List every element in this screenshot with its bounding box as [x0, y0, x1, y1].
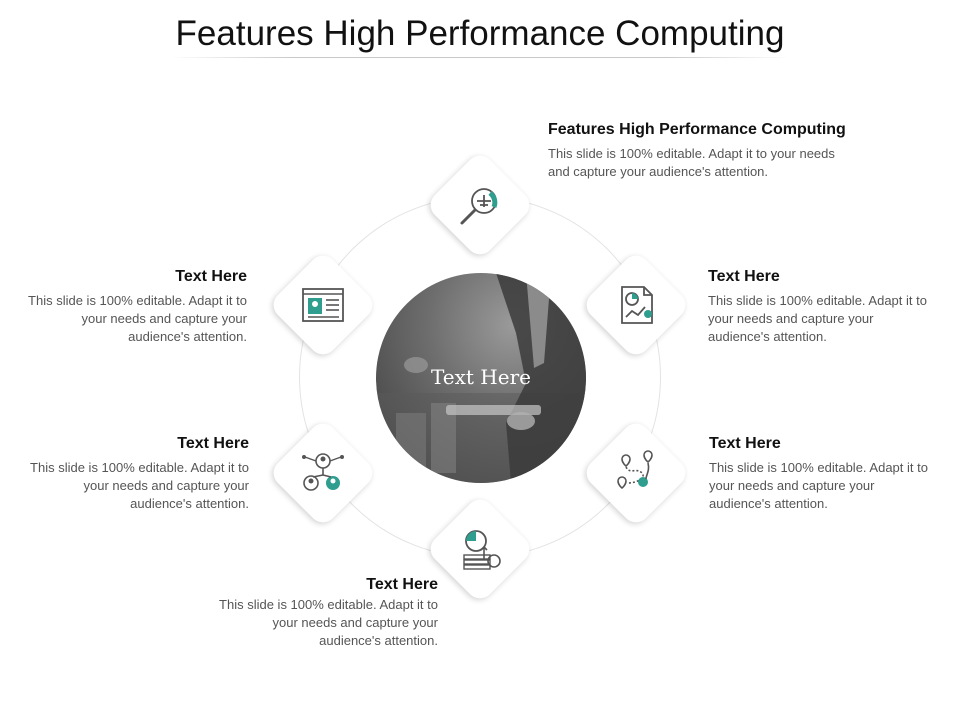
feature-block-top: Features High Performance Computing This… — [548, 121, 908, 181]
location-network-icon — [612, 449, 660, 497]
feature-block-bottom: Text Here This slide is 100% editable. A… — [210, 576, 438, 650]
center-photo-circle: Text Here — [376, 273, 586, 483]
feature-heading: Text Here — [366, 576, 438, 593]
feature-body: This slide is 100% editable. Adapt it to… — [709, 460, 928, 511]
feature-block-upper-left: Text Here This slide is 100% editable. A… — [19, 268, 247, 346]
feature-heading: Text Here — [708, 268, 780, 285]
feature-block-upper-right: Text Here This slide is 100% editable. A… — [708, 268, 936, 346]
center-label: Text Here — [431, 365, 531, 389]
feature-block-lower-right: Text Here This slide is 100% editable. A… — [709, 435, 937, 513]
feature-body: This slide is 100% editable. Adapt it to… — [219, 597, 438, 648]
magnifier-airplane-icon — [456, 181, 504, 229]
pie-chart-coins-icon — [456, 525, 504, 573]
feature-heading: Text Here — [175, 268, 247, 285]
feature-heading: Text Here — [709, 435, 781, 452]
profile-window-icon — [299, 281, 347, 329]
people-network-icon — [299, 449, 347, 497]
feature-body: This slide is 100% editable. Adapt it to… — [28, 293, 247, 344]
feature-heading: Features High Performance Computing — [548, 121, 846, 138]
report-chart-icon — [612, 281, 660, 329]
feature-body: This slide is 100% editable. Adapt it to… — [548, 146, 835, 179]
feature-block-lower-left: Text Here This slide is 100% editable. A… — [21, 435, 249, 513]
title-underline — [170, 57, 790, 58]
businessman-photo — [376, 273, 586, 483]
feature-heading: Text Here — [177, 435, 249, 452]
slide-title: Features High Performance Computing — [175, 14, 785, 53]
feature-body: This slide is 100% editable. Adapt it to… — [30, 460, 249, 511]
feature-body: This slide is 100% editable. Adapt it to… — [708, 293, 927, 344]
